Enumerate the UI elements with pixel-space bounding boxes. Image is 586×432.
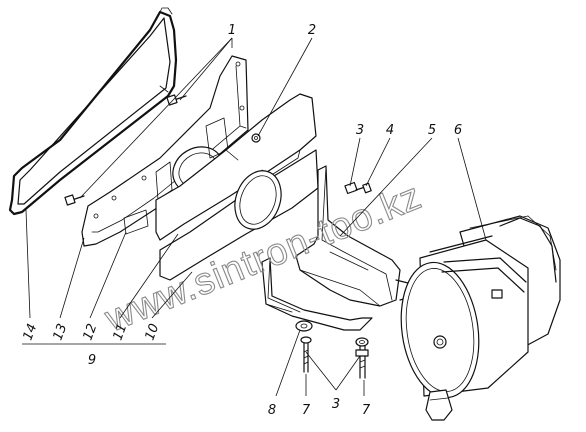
leader-lines — [22, 37, 487, 397]
callout-3-bottom: 3 — [332, 397, 340, 412]
callout-1: 1 — [228, 23, 236, 38]
air-cleaner-part-6 — [400, 215, 561, 421]
callout-11: 11 — [111, 322, 131, 343]
gasket-panel-part-10 — [159, 149, 319, 281]
callout-6: 6 — [454, 123, 462, 138]
bolt-part-7-right — [355, 337, 369, 379]
callout-7-left: 7 — [302, 403, 311, 418]
bolt-part-1-lower — [64, 194, 85, 206]
bolt-part-1-upper — [166, 94, 187, 106]
bolt-part-3-right-head — [355, 349, 369, 357]
callout-labels: 1 2 3 4 5 6 14 13 12 11 10 9 8 7 3 7 — [21, 23, 463, 418]
callout-13: 13 — [51, 322, 71, 343]
callout-14: 14 — [21, 322, 41, 343]
bracket-part-5 — [261, 165, 415, 331]
callout-7-right: 7 — [362, 403, 371, 418]
callout-9: 9 — [88, 353, 96, 368]
callout-12: 12 — [81, 322, 101, 343]
callout-5: 5 — [428, 123, 436, 138]
callout-4: 4 — [386, 123, 394, 138]
callout-10: 10 — [143, 322, 163, 343]
callout-2: 2 — [308, 23, 316, 38]
bolt-part-7-left — [300, 336, 312, 373]
washer-part-8 — [295, 320, 313, 332]
seal-frame-part-14 — [8, 7, 178, 216]
fastener-part-4 — [344, 181, 372, 195]
callout-3-top: 3 — [356, 123, 364, 138]
callout-8: 8 — [268, 403, 276, 418]
